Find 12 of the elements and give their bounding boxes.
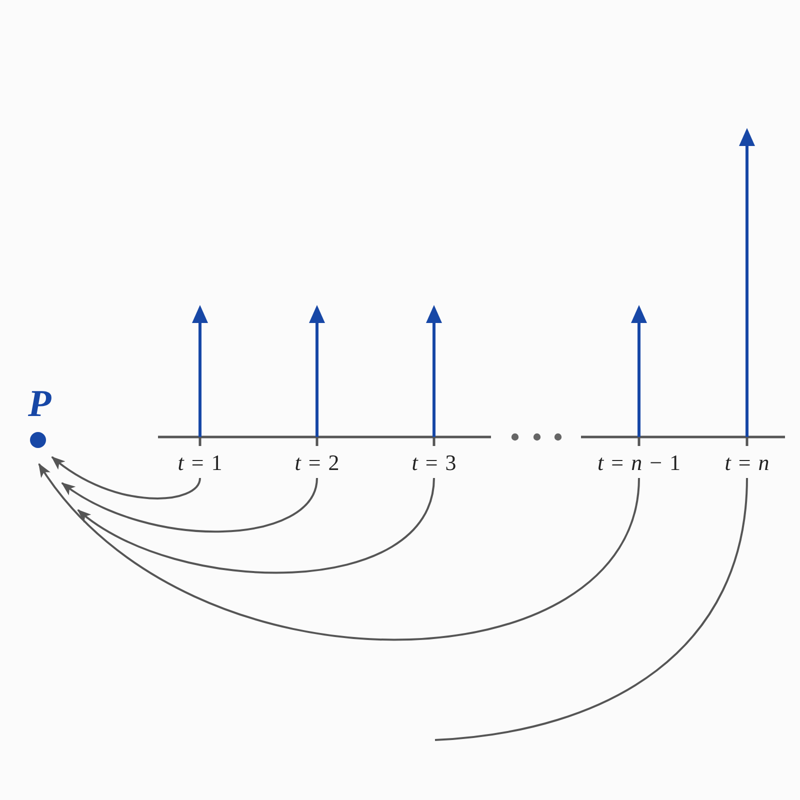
- curved-arrow: [77, 478, 435, 574]
- point-label: P: [28, 385, 52, 423]
- time-label: t = 2: [294, 450, 340, 476]
- time-label: t = 3: [412, 450, 456, 476]
- curved-arrow: [51, 456, 201, 500]
- time-label: t = n − 1: [598, 450, 680, 476]
- time-label: t = 1: [178, 450, 222, 476]
- curved-line: [434, 478, 748, 741]
- point-dot: [30, 432, 46, 448]
- curved-arrow: [38, 463, 640, 641]
- time-label: t = n: [724, 450, 770, 476]
- curved-arrow: [61, 478, 318, 532]
